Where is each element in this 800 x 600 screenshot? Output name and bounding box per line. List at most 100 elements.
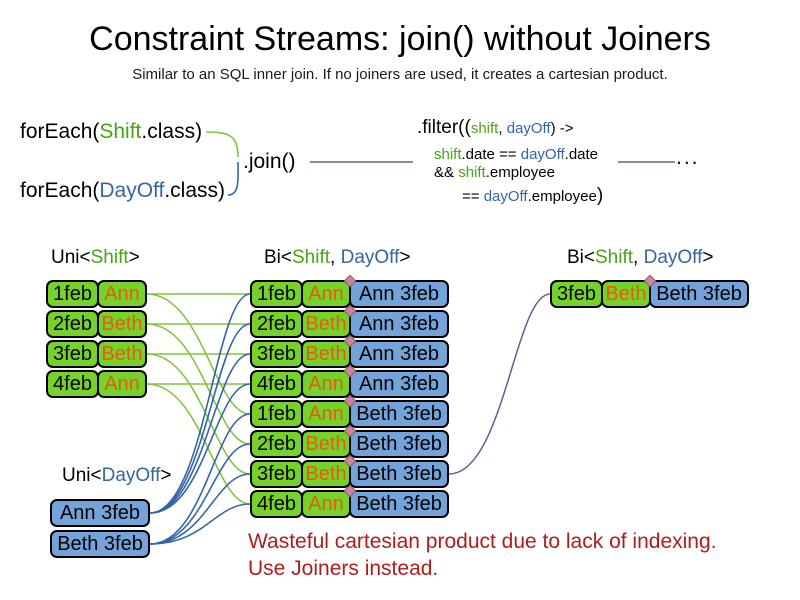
shift-date-cell: 4feb xyxy=(46,370,99,398)
dayoff-cell: Beth 3feb xyxy=(649,280,749,308)
wire-blue xyxy=(149,353,251,514)
code-shift-var: shift xyxy=(458,164,486,181)
shift-date-cell: 4feb xyxy=(250,490,303,518)
code-text: .class) xyxy=(141,120,203,143)
code-foreach-dayoff: forEach(DayOff.class) xyxy=(20,179,225,203)
shift-date-cell: 1feb xyxy=(250,280,303,308)
page-title: Constraint Streams: join() without Joine… xyxy=(89,20,711,58)
code-text: .filter(( xyxy=(417,117,471,138)
label-text: Bi< xyxy=(567,247,595,268)
label-dayoff: DayOff xyxy=(101,465,161,486)
code-dayoff-class: DayOff xyxy=(99,179,165,202)
dayoff-cell: Beth 3feb xyxy=(349,460,449,488)
wire-blue xyxy=(149,473,251,545)
wire-blue xyxy=(149,323,251,514)
code-foreach-shift: forEach(Shift.class) xyxy=(20,120,202,144)
shift-employee-cell: Ann xyxy=(97,370,147,398)
dayoff-cell: Beth 3feb xyxy=(50,530,150,558)
shift-employee-cell: Beth xyxy=(301,460,351,488)
label-text: Uni< xyxy=(51,247,91,268)
wire-green xyxy=(146,323,251,445)
label-bi-right: Bi<Shift, DayOff> xyxy=(567,247,713,269)
code-dayoff-var: dayOff xyxy=(506,120,551,137)
wire-blue xyxy=(149,413,251,545)
code-text: == xyxy=(462,188,484,205)
wire-blue xyxy=(149,383,251,514)
shift-date-cell: 3feb xyxy=(250,340,303,368)
shift-date-cell: 4feb xyxy=(250,370,303,398)
shift-employee-cell: Ann xyxy=(301,400,351,428)
label-text: , xyxy=(633,247,644,268)
dayoff-cell: Ann 3feb xyxy=(50,499,150,527)
shift-employee-cell: Beth xyxy=(97,340,147,368)
code-shift-var: shift xyxy=(434,146,462,163)
wire-blue xyxy=(149,293,251,514)
code-shift-class: Shift xyxy=(99,120,142,143)
shift-date-cell: 3feb xyxy=(550,280,603,308)
wire-green xyxy=(146,383,251,505)
wire-blue xyxy=(149,503,251,545)
shift-date-cell: 2feb xyxy=(250,430,303,458)
code-shift-var: shift xyxy=(470,120,499,137)
shift-date-cell: 1feb xyxy=(250,400,303,428)
code-dayoff-var: dayOff xyxy=(520,146,565,163)
dayoff-cell: Ann 3feb xyxy=(349,310,449,338)
code-text: forEach( xyxy=(20,120,100,143)
code-filter-line2: shift.date == dayOff.date xyxy=(434,146,598,163)
shift-date-cell: 1feb xyxy=(46,280,99,308)
uni-dayoff-row: Ann 3feb xyxy=(50,499,150,527)
code-join: .join() xyxy=(243,150,296,173)
code-filter-line1: .filter((shift, dayOff) -> xyxy=(417,117,574,139)
code-text: .date xyxy=(564,146,599,163)
code-text: .class) xyxy=(164,179,226,202)
code-ellipsis: ... xyxy=(676,146,700,169)
shift-date-cell: 3feb xyxy=(46,340,99,368)
code-text: ) -> xyxy=(550,120,574,137)
shift-employee-cell: Ann xyxy=(301,490,351,518)
label-shift: Shift xyxy=(595,247,634,268)
wire-blue xyxy=(149,443,251,545)
wire-purple xyxy=(448,293,551,475)
label-text: > xyxy=(160,465,172,486)
shift-employee-cell: Ann xyxy=(301,280,351,308)
label-dayoff: DayOff xyxy=(643,247,703,268)
dayoff-cell: Beth 3feb xyxy=(349,400,449,428)
label-text: > xyxy=(399,247,411,268)
label-text: > xyxy=(702,247,714,268)
label-shift: Shift xyxy=(90,247,129,268)
shift-employee-cell: Beth xyxy=(301,340,351,368)
label-uni-dayoff: Uni<DayOff> xyxy=(62,465,172,487)
code-text: && xyxy=(434,164,459,181)
shift-employee-cell: Ann xyxy=(97,280,147,308)
label-text: Uni< xyxy=(62,465,102,486)
wire-green xyxy=(146,293,251,415)
shift-employee-cell: Beth xyxy=(301,310,351,338)
label-uni-shift: Uni<Shift> xyxy=(51,247,140,269)
shift-date-cell: 2feb xyxy=(250,310,303,338)
dayoff-cell: Beth 3feb xyxy=(349,430,449,458)
brace-curve-shift xyxy=(205,131,239,158)
label-text: Bi< xyxy=(264,247,292,268)
wire-green xyxy=(146,353,251,475)
code-filter-line3: && shift.employee xyxy=(434,164,555,181)
label-text: , xyxy=(330,247,341,268)
code-text: , xyxy=(498,120,507,137)
brace-curve-dayoff xyxy=(227,161,239,196)
code-text: forEach( xyxy=(20,179,100,202)
shift-employee-cell: Beth xyxy=(601,280,651,308)
uni-dayoff-row: Beth 3feb xyxy=(50,530,150,558)
warning-line-1: Wasteful cartesian product due to lack o… xyxy=(248,530,717,553)
